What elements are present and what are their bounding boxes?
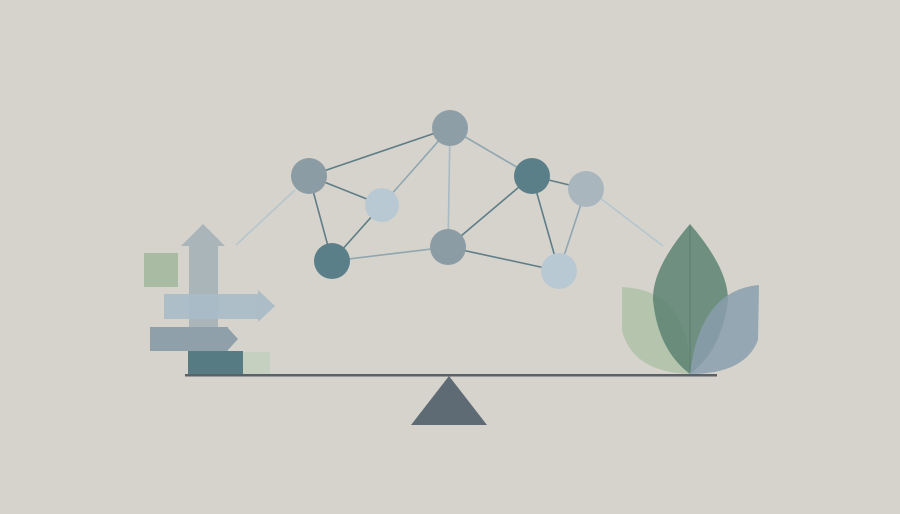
node [432,110,468,146]
leaf-right-petal [690,285,759,374]
edge [447,175,533,248]
node [541,253,577,289]
node [365,188,399,222]
light-green-square [243,352,270,375]
leaf-icon [622,224,759,374]
edge [447,127,451,248]
node [514,158,550,194]
right-arrow-dark [150,327,238,351]
edge [447,246,560,272]
network-graph-icon [235,110,664,289]
edge [331,246,449,262]
edge [599,197,664,247]
node [568,171,604,207]
beam [185,374,717,377]
growth-arrows-icon [144,224,275,375]
edge [308,127,451,177]
node [291,158,327,194]
teal-block [188,351,243,375]
balance-scale-icon [185,374,717,425]
edge [235,189,296,246]
fulcrum [411,376,487,425]
node [314,243,350,279]
right-arrow-light [164,290,275,322]
green-square [144,253,178,287]
node [430,229,466,265]
